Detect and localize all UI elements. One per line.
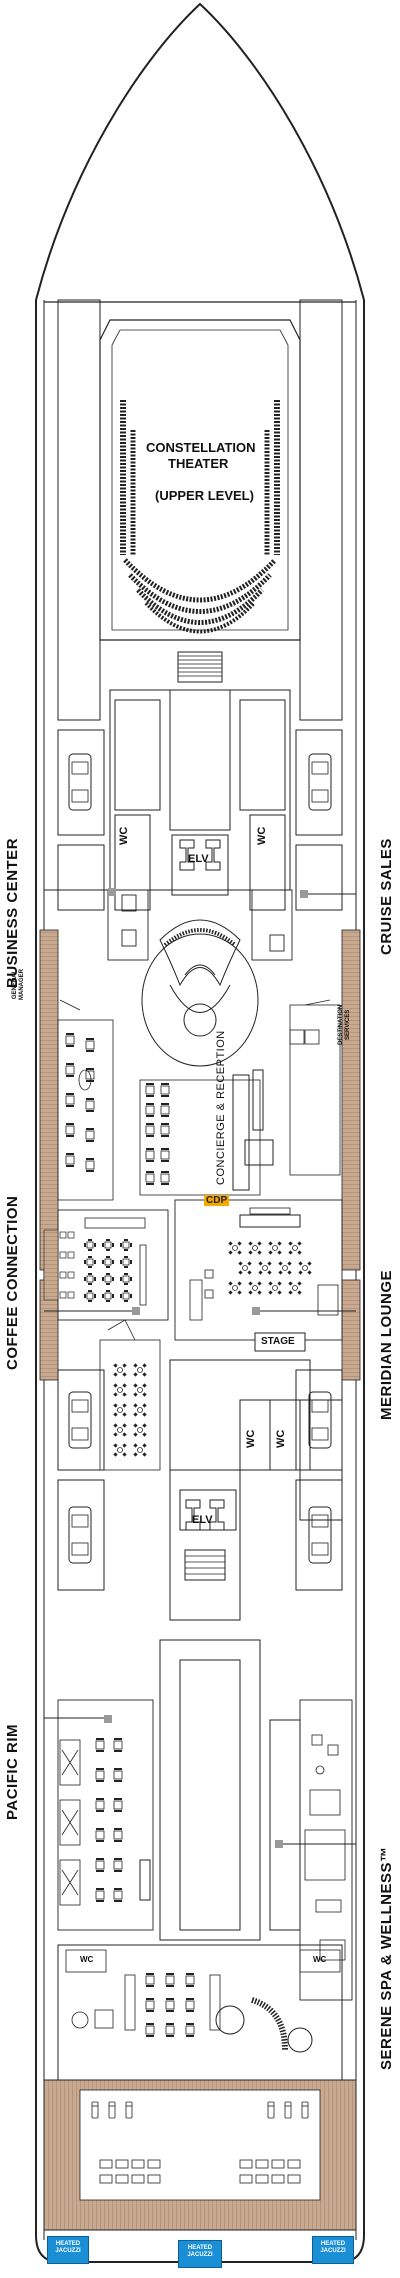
heated-jacuzzi-starboard-line2: JACUZZI — [320, 2248, 346, 2254]
cdp-marker: CDP — [204, 1195, 230, 1206]
restroom-forward-starboard: WC — [256, 826, 268, 845]
general-manager-line1: GENERAL — [12, 969, 18, 1000]
concierge-furniture — [139, 1004, 341, 1196]
stage-label: STAGE — [261, 1336, 295, 1347]
destination-services-line2: SERVICES — [345, 1009, 351, 1040]
ship-hull — [35, 2, 365, 2263]
heated-jacuzzi-center: HEATED JACUZZI — [178, 2240, 222, 2268]
forward-elevator — [171, 834, 229, 896]
cruise-sales-label: CRUISE SALES — [378, 838, 395, 955]
meridian-lounge-area — [174, 1199, 343, 1352]
restroom-aft-port: WC — [80, 1955, 94, 1964]
heated-jacuzzi-port-line1: HEATED — [55, 2241, 81, 2247]
restroom-mid-2: WC — [275, 1429, 287, 1448]
destination-services-line1: DESTINATION — [338, 1004, 344, 1045]
meridian-lounge-label: MERIDIAN LOUNGE — [378, 1270, 395, 1420]
aft-pool-deck — [43, 2079, 357, 2231]
restroom-forward-port: WC — [118, 826, 130, 845]
heated-jacuzzi-port-line2: JACUZZI — [55, 2248, 81, 2254]
serene-spa-label: SERENE SPA & WELLNESS™ — [378, 1846, 395, 2070]
heated-jacuzzi-starboard-line1: HEATED — [320, 2241, 346, 2247]
mid-elevator — [185, 1499, 225, 1575]
aft-tenders — [57, 1369, 343, 1591]
heated-jacuzzi-center-line1: HEATED — [187, 2245, 213, 2251]
heated-jacuzzi-center-line2: JACUZZI — [187, 2252, 213, 2258]
forward-core — [57, 299, 343, 891]
business-center-room — [107, 889, 293, 961]
mid-elevator-label: ELV — [192, 1514, 213, 1526]
destination-services-label: DESTINATION SERVICES — [338, 1005, 352, 1045]
restroom-aft-starboard: WC — [313, 1955, 327, 1964]
side-decks — [39, 929, 361, 1381]
heated-jacuzzi-starboard: HEATED JACUZZI — [312, 2236, 354, 2264]
concierge-label: CONCIERGE & RECEPTION — [215, 1030, 227, 1185]
left-offices — [57, 1019, 114, 1201]
theater-name-line1: CONSTELLATION — [146, 440, 256, 455]
mid-core — [169, 1359, 343, 1621]
atrium-stair — [141, 919, 259, 1067]
coffee-connection-area — [43, 1209, 169, 1321]
general-manager-line2: MANAGER — [19, 969, 25, 1000]
constellation-theater — [99, 319, 301, 683]
midship-seating — [99, 1319, 161, 1471]
general-manager-label: GENERAL MANAGER — [12, 969, 26, 1000]
pacific-rim-label: PACIFIC RIM — [4, 1723, 21, 1820]
coffee-connection-label: COFFEE CONNECTION — [4, 1195, 21, 1370]
venue-markers — [44, 888, 356, 1848]
restroom-mid-1: WC — [245, 1429, 257, 1448]
heated-jacuzzi-port: HEATED JACUZZI — [47, 2236, 89, 2264]
theater-level: (UPPER LEVEL) — [155, 488, 254, 503]
forward-elevator-label: ELV — [188, 853, 209, 865]
theater-name-line2: THEATER — [168, 456, 229, 471]
serene-spa-area — [299, 1699, 353, 2001]
forward-tenders — [57, 729, 343, 911]
forward-restrooms — [114, 814, 286, 911]
pacific-rim-area — [57, 1699, 154, 1931]
business-center-label: BUSINESS CENTER — [4, 837, 21, 988]
